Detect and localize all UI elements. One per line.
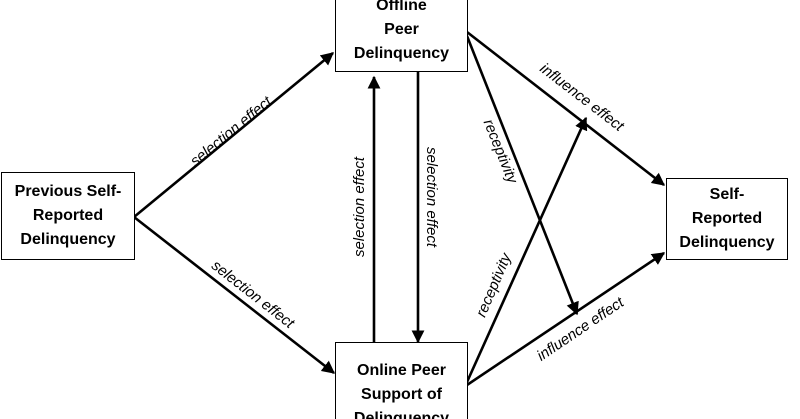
label-online-to-offline: selection effect [351,156,368,257]
node-previous-self-reported-label: Previous Self- Reported Delinquency [14,183,122,248]
arrow-prev-to-online [133,215,336,375]
node-previous-self-reported-delinquency: Previous Self- Reported Delinquency [1,172,135,260]
label-prev-to-online: selection effect [208,257,298,333]
node-offline-peer-label: Offline Peer Delinquency [353,0,450,62]
node-offline-peer-delinquency: Offline Peer Delinquency [335,0,468,72]
arrow-receptivity-down [465,35,579,316]
label-online-to-self: influence effect [534,294,628,365]
node-online-peer-label: Online Peer Support of Delinquency [353,362,450,419]
arrow-receptivity-up [465,116,588,383]
label-offline-to-online: selection effect [423,147,440,248]
label-receptivity-up: receptivity [473,249,516,319]
label-prev-to-offline: selection effect [187,93,276,170]
arrow-prev-to-offline [133,51,335,219]
arrow-offline-to-self [466,30,666,187]
label-receptivity-down: receptivity [480,117,522,187]
arrow-online-to-self [466,251,666,387]
node-self-reported-delinquency: Self- Reported Delinquency [666,178,788,260]
node-online-peer-support: Online Peer Support of Delinquency [335,342,468,419]
node-self-reported-label: Self- Reported Delinquency [679,186,775,251]
